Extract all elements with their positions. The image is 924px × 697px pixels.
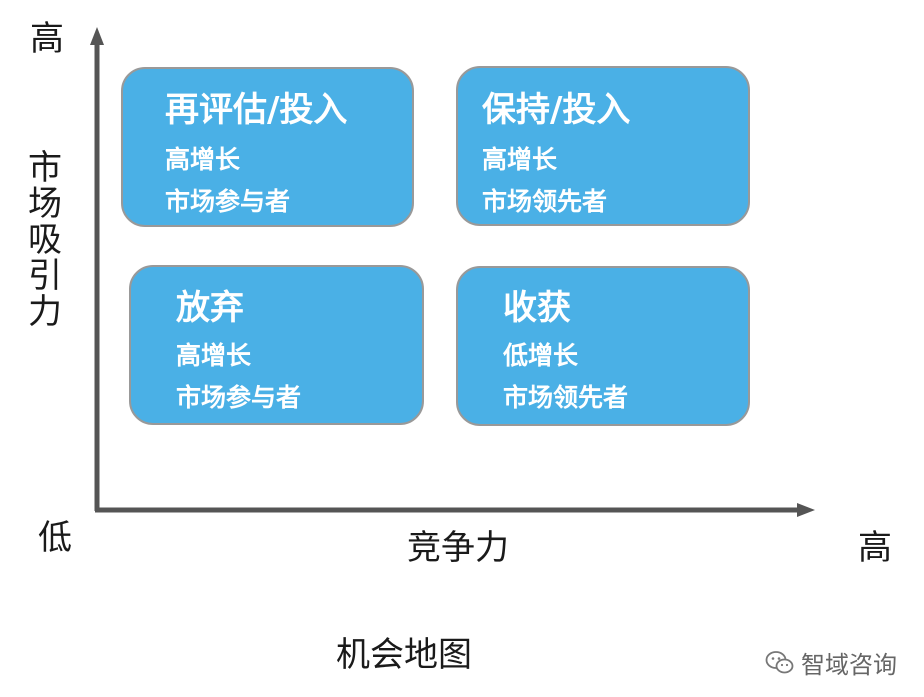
quadrant-title: 再评估/投入 <box>165 90 348 130</box>
quadrant-maintain-invest: 保持/投入 高增长 市场领先者 <box>456 66 750 226</box>
y-axis-high-label: 高 <box>30 19 64 59</box>
x-axis-title: 竞争力 <box>407 528 509 568</box>
quadrant-growth: 高增长 <box>176 341 252 370</box>
quadrant-title: 收获 <box>503 288 571 328</box>
diagram-caption: 机会地图 <box>336 635 472 675</box>
quadrant-position: 市场领先者 <box>482 187 608 216</box>
quadrant-growth: 高增长 <box>165 145 241 174</box>
quadrant-abandon: 放弃 高增长 市场参与者 <box>129 265 424 425</box>
quadrant-harvest: 收获 低增长 市场领先者 <box>456 266 750 426</box>
x-axis-high-label: 高 <box>858 528 892 568</box>
quadrant-growth: 低增长 <box>503 341 579 370</box>
watermark-text: 智域咨询 <box>801 651 897 679</box>
quadrant-title: 保持/投入 <box>482 90 631 130</box>
quadrant-title: 放弃 <box>176 288 244 328</box>
watermark: 智域咨询 <box>765 645 897 680</box>
quadrant-position: 市场参与者 <box>176 383 302 412</box>
wechat-icon <box>765 650 795 676</box>
quadrant-growth: 高增长 <box>482 145 558 174</box>
y-axis-arrowhead <box>90 27 104 45</box>
quadrant-reevaluate-invest: 再评估/投入 高增长 市场参与者 <box>121 67 414 227</box>
y-axis-low-label: 低 <box>38 518 72 558</box>
quadrant-position: 市场参与者 <box>165 187 291 216</box>
quadrant-position: 市场领先者 <box>503 383 629 412</box>
y-axis-title: 市场吸引力 <box>28 148 62 332</box>
x-axis-arrowhead <box>797 503 815 517</box>
